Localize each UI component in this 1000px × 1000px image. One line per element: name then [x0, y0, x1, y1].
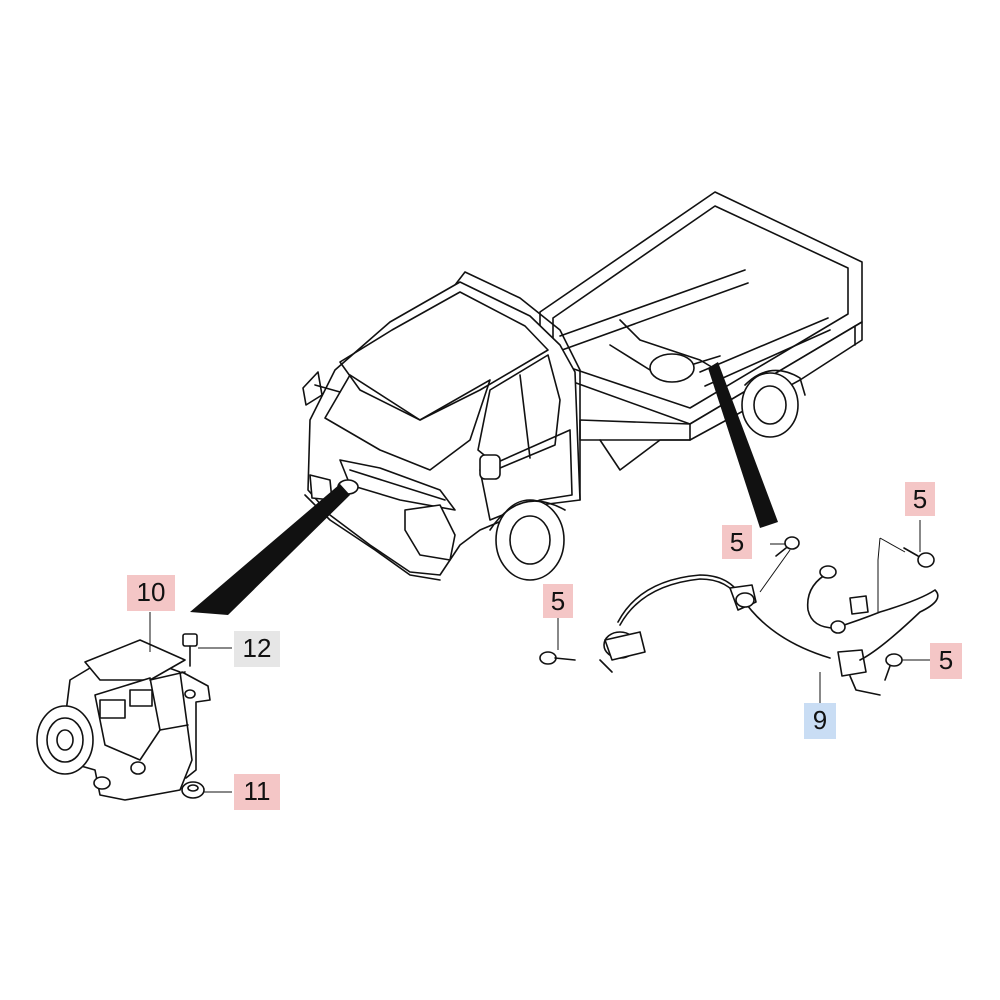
truck-illustration	[302, 191, 863, 581]
pointer-rear	[708, 362, 778, 528]
bolt-5-left	[539, 616, 576, 665]
callout-9: 9	[804, 703, 836, 739]
callout-10: 10	[127, 575, 175, 611]
callout-5-bottom-right: 5	[930, 643, 962, 679]
callout-5-middle: 5	[722, 525, 752, 559]
nut-11	[181, 781, 232, 799]
bolt-5-middle	[759, 536, 800, 593]
callout-5-left: 5	[543, 584, 573, 618]
callout-12: 12	[234, 631, 280, 667]
abs-hydraulic-unit	[36, 639, 211, 801]
wheel-speed-sensor-harness	[599, 537, 939, 696]
pointer-front	[190, 484, 350, 615]
callout-5-top-right: 5	[905, 482, 935, 516]
bolt-5-top-right	[903, 520, 935, 568]
bolt-12	[182, 633, 232, 667]
callout-11: 11	[234, 774, 280, 810]
bolt-5-bottom-right	[884, 653, 930, 681]
